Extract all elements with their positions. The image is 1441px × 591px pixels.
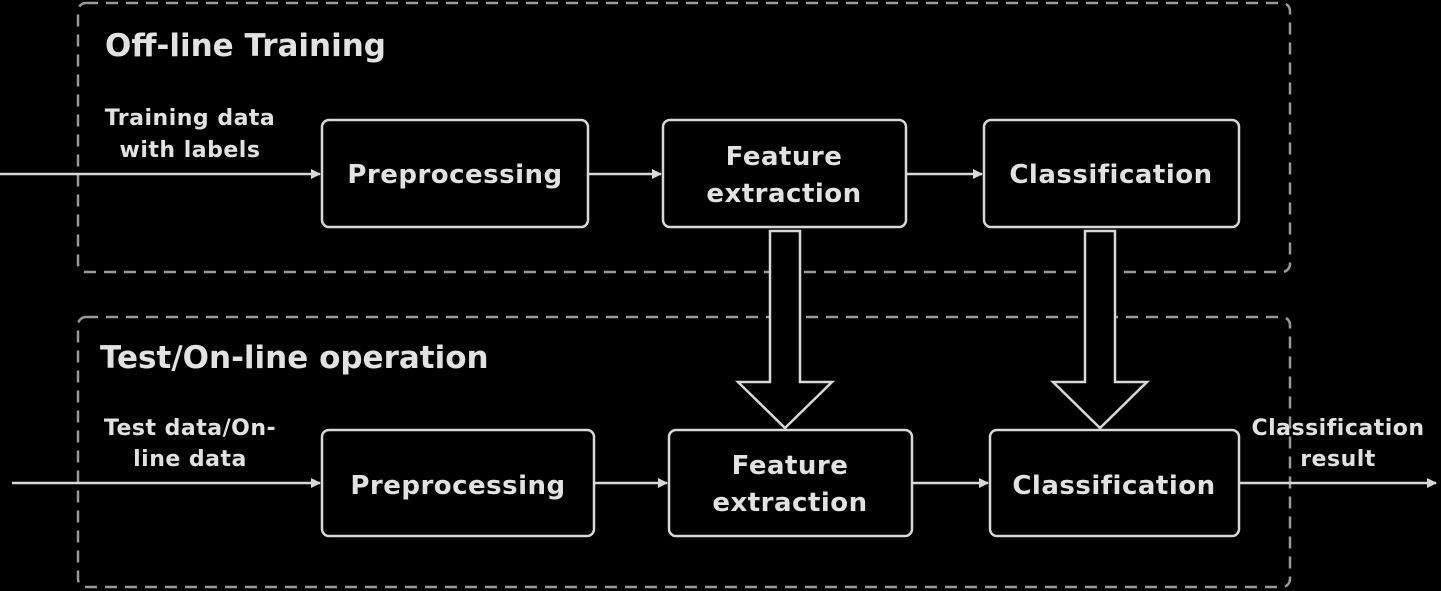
test-feature-box <box>667 428 914 538</box>
test-preprocessing-label: Preprocessing <box>350 471 565 501</box>
test-classification-box <box>988 428 1241 538</box>
training-preprocessing-box <box>320 118 590 229</box>
test-input-label-line2: line data <box>133 447 247 472</box>
feature-model-transfer-arrow <box>734 229 836 430</box>
training-classification-label: Classification <box>1009 160 1212 190</box>
test-feature-label-line2: extraction <box>712 488 867 518</box>
training-classification-box <box>982 118 1241 229</box>
test-preprocessing-box <box>320 428 596 538</box>
training-feature-label-line2: extraction <box>706 179 861 209</box>
training-feature-label-line1: Feature <box>726 142 843 172</box>
online-operation-title: Test/On-line operation <box>100 340 489 376</box>
test-feature-label-line1: Feature <box>732 451 849 481</box>
online-operation-frame <box>76 315 1292 589</box>
offline-training-title: Off-line Training <box>105 28 386 64</box>
training-feature-box <box>661 118 908 229</box>
training-input-label-line2: with labels <box>120 138 261 163</box>
training-input-label-line1: Training data <box>105 106 276 131</box>
test-input-label-line1: Test data/On- <box>104 416 276 441</box>
offline-training-frame <box>76 1 1292 274</box>
test-output-label-line1: Classification <box>1251 416 1424 441</box>
test-output-label-line2: result <box>1300 447 1376 472</box>
test-classification-label: Classification <box>1012 471 1215 501</box>
training-preprocessing-label: Preprocessing <box>347 160 562 190</box>
classifier-model-transfer-arrow <box>1049 229 1151 430</box>
